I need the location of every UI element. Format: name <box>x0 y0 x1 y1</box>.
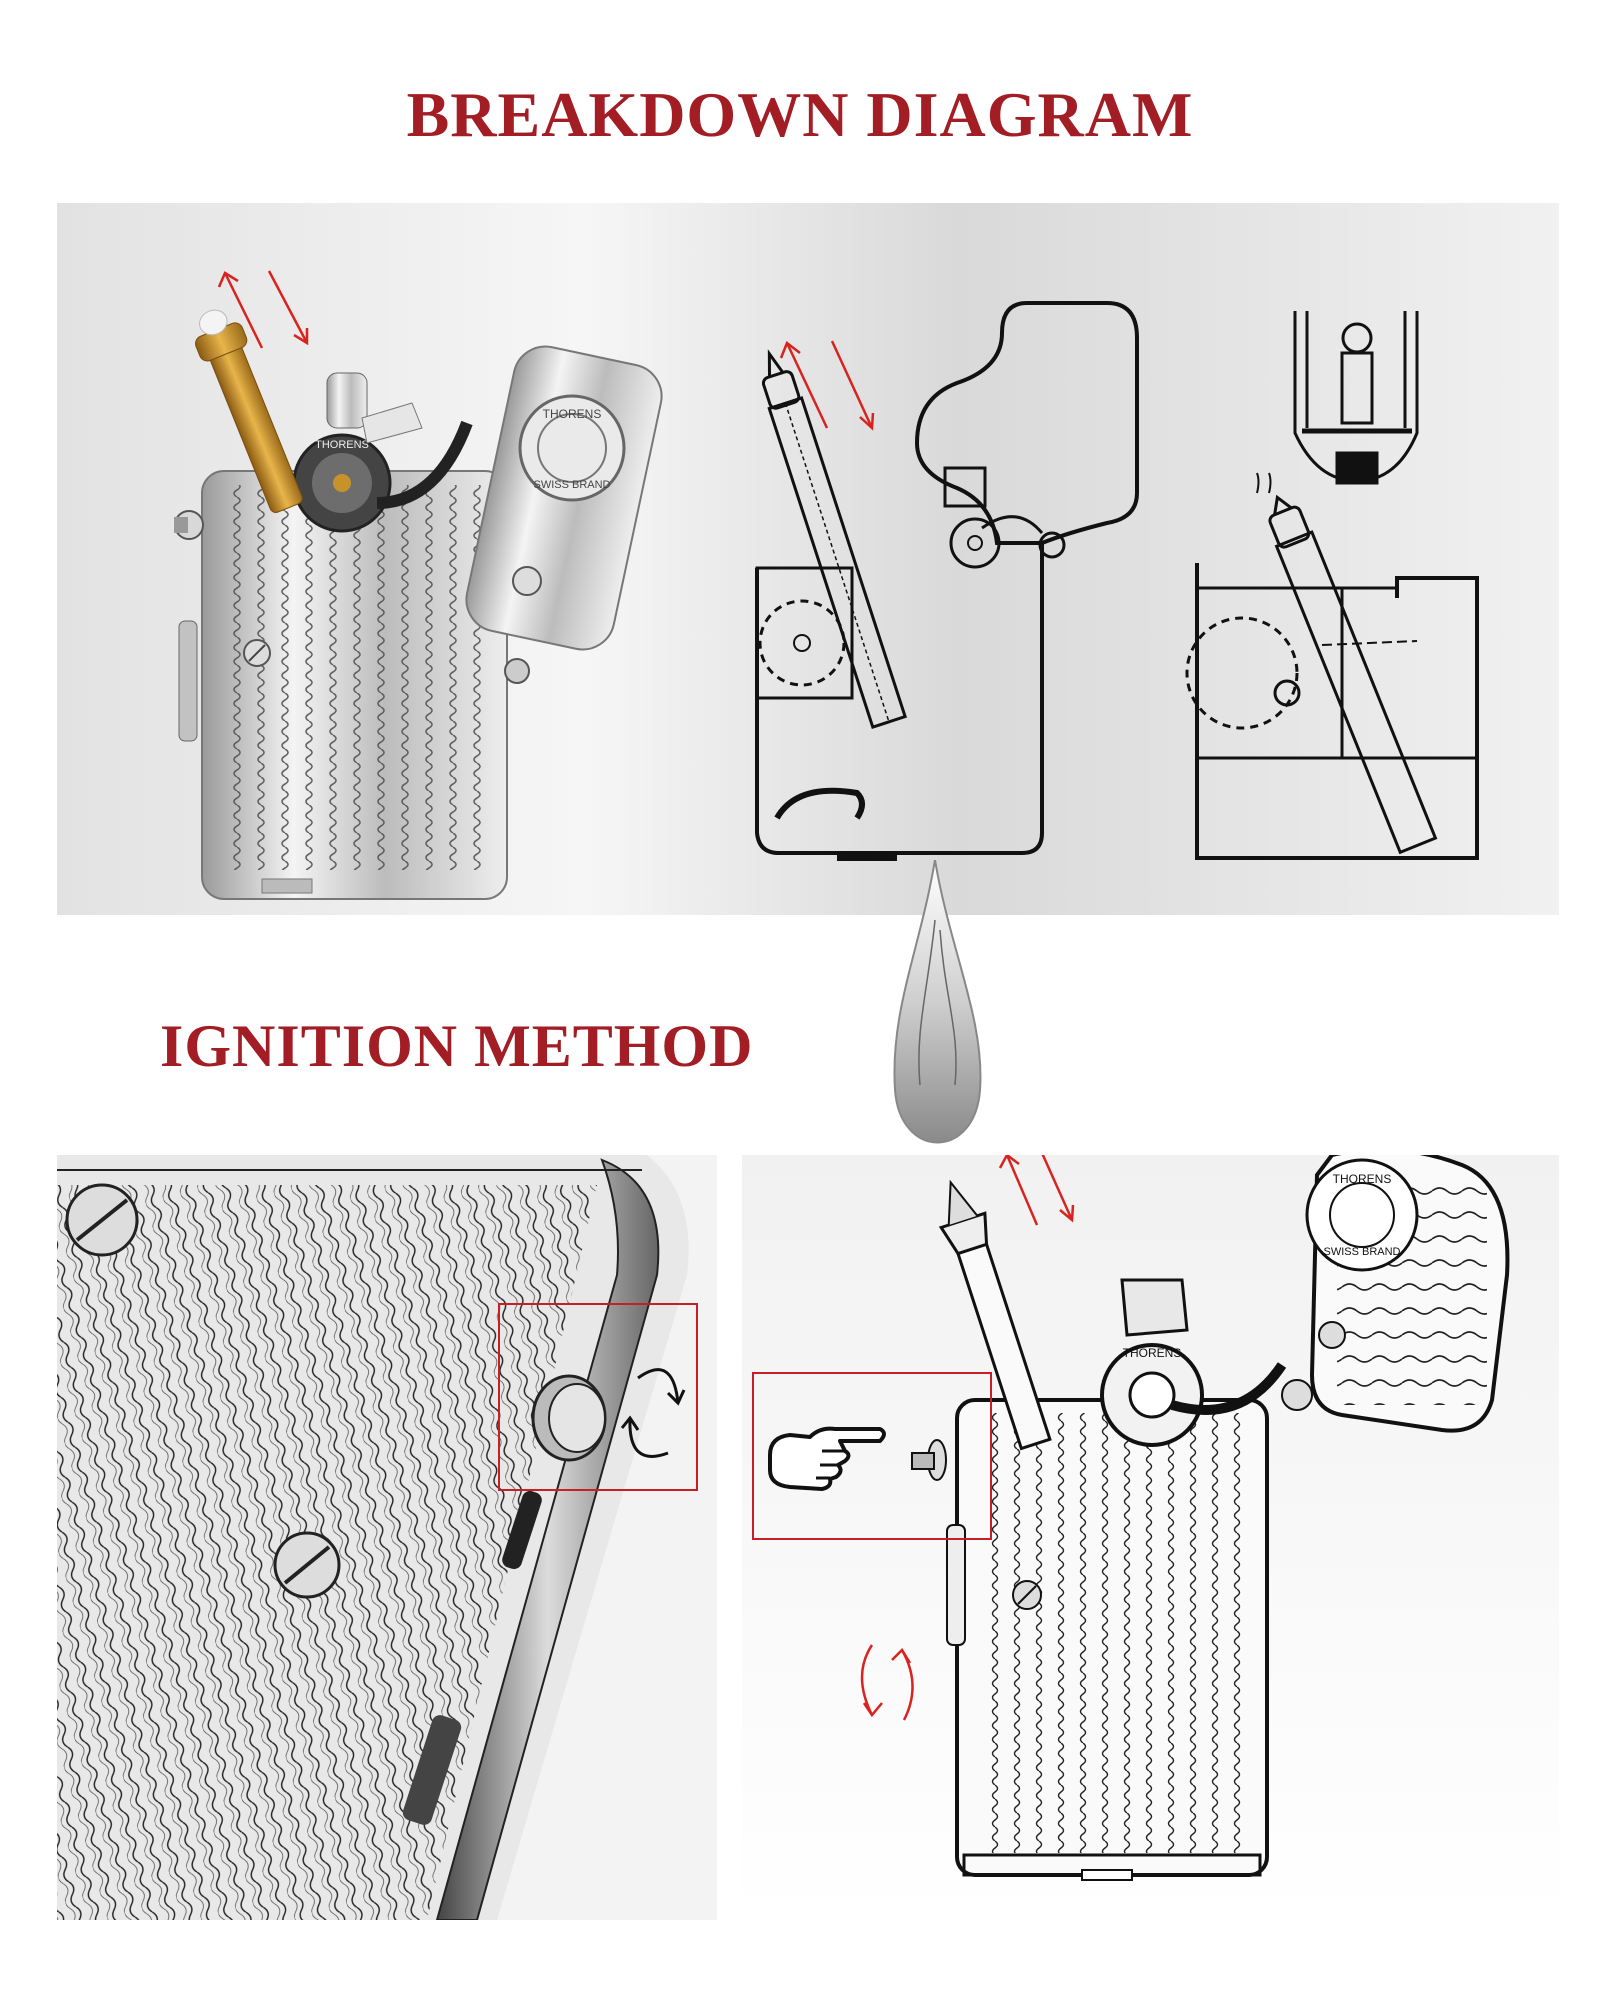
lighter-lid: THORENS SWISS BRAND <box>465 345 663 651</box>
ignition-closeup-panel <box>57 1155 717 1920</box>
sketch-lid-engraving-bottom: SWISS BRAND <box>1323 1246 1400 1258</box>
lid-engraving-top: THORENS <box>543 407 602 421</box>
ignition-sketch-panel: THORENS THORENS SWISS BRAND <box>742 1155 1559 1920</box>
sketch-lighter-lid: THORENS SWISS BRAND <box>1281 1155 1510 1433</box>
flame-icon <box>893 860 982 1144</box>
double-arrow-icon <box>998 1155 1075 1226</box>
technical-drawing-cutaway <box>755 301 1139 861</box>
technical-drawing-detail <box>1293 311 1419 485</box>
lid-engraving-bottom: SWISS BRAND <box>533 479 610 491</box>
wick-tube <box>195 309 303 513</box>
double-arrow-icon <box>779 340 875 431</box>
rotate-arrows-icon <box>860 1644 914 1721</box>
breakdown-panel: THORENS THORENS SWISS BRAND <box>57 203 1559 915</box>
collar-engraving: THORENS <box>315 439 369 451</box>
heading-ignition-method: IGNITION METHOD <box>160 1013 754 1079</box>
technical-drawing-mechanism <box>1185 472 1479 860</box>
photo-lighter: THORENS THORENS SWISS BRAND <box>174 309 663 900</box>
highlight-box-push-knob <box>752 1372 992 1540</box>
sketch-lighter-body <box>911 1398 1269 1881</box>
highlight-box-knob <box>498 1303 698 1491</box>
rotate-arrows-icon <box>620 1368 686 1458</box>
heading-breakdown-diagram: BREAKDOWN DIAGRAM <box>406 79 1194 150</box>
sketch-lid-engraving-top: THORENS <box>1333 1172 1392 1186</box>
pointing-hand-icon <box>768 1426 886 1491</box>
sketch-collar-engraving: THORENS <box>1123 1346 1182 1360</box>
double-arrow-icon <box>217 270 309 349</box>
